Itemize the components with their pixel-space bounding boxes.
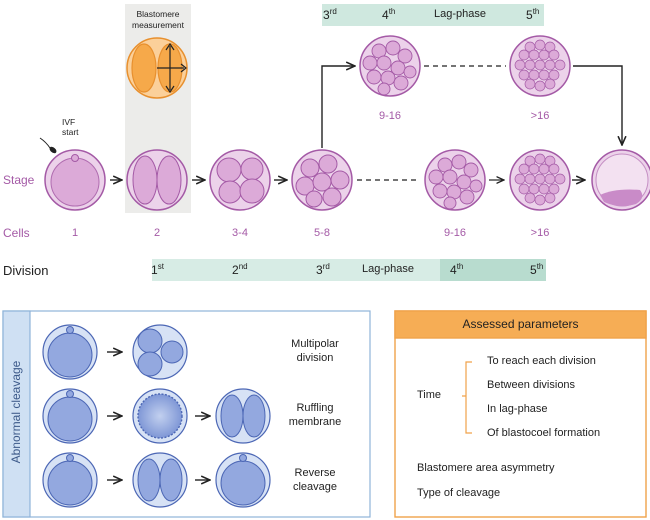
upper-cell-count-16plus: >16 xyxy=(530,110,550,122)
time-label: Time xyxy=(417,389,442,401)
params-panel xyxy=(394,310,647,518)
bottom-div4-label: 4th xyxy=(450,262,464,277)
time-item-between-divisions: Between divisions xyxy=(487,379,576,391)
bottom-div5-label: 5th xyxy=(530,262,544,277)
lag-dashes xyxy=(357,65,506,181)
embryo-upper-9-16 xyxy=(359,35,421,97)
upper-cell-count-9-16: 9-16 xyxy=(378,110,402,122)
time-item-lag-phase: In lag-phase xyxy=(487,403,548,415)
abnormal-ruffling xyxy=(42,388,271,444)
bottom-div3-label: 3rd xyxy=(316,262,330,277)
cell-count-1: 1 xyxy=(71,227,79,239)
top-div4-label: 4th xyxy=(382,7,396,22)
embryo-9-16-cells xyxy=(424,149,486,211)
embryo-5-8-cells xyxy=(291,149,353,211)
embryo-upper-16plus xyxy=(509,35,571,97)
bottom-lag-label: Lag-phase xyxy=(362,263,414,275)
stage-arrows xyxy=(110,66,622,180)
bottom-div2-label: 2nd xyxy=(232,262,248,277)
param-area-asymmetry: Blastomere area asymmetry xyxy=(417,462,555,474)
embryo-3-4-cells xyxy=(209,149,271,211)
top-div5-label: 5th xyxy=(526,7,540,22)
params-title: Assessed parameters xyxy=(462,317,579,331)
sperm-icon xyxy=(39,137,57,154)
cell-count-2: 2 xyxy=(153,227,161,239)
division-row-label: Division xyxy=(3,263,49,278)
abnormal-cleavage-title: Abnormal cleavage xyxy=(9,360,23,464)
cell-count-3-4: 3-4 xyxy=(232,227,248,239)
cells-row-label: Cells xyxy=(3,226,30,240)
embryo-2-cells xyxy=(126,149,188,211)
abnormal-reverse xyxy=(42,452,271,508)
embryo-16plus-cells xyxy=(509,149,571,211)
cell-count-5-8: 5-8 xyxy=(314,227,330,239)
cell-count-9-16: 9-16 xyxy=(443,227,467,239)
cell-count-16plus: >16 xyxy=(530,227,550,239)
top-lag-label: Lag-phase xyxy=(434,8,486,20)
abnormal-multipolar xyxy=(42,324,188,380)
time-item-blastocoel: Of blastocoel formation xyxy=(487,427,601,439)
measured-embryo xyxy=(126,37,188,99)
time-bracket xyxy=(462,361,472,434)
top-div3-label: 3rd xyxy=(323,7,337,22)
top-phase-band xyxy=(322,4,544,26)
embryo-1-cell xyxy=(44,149,106,211)
bottom-div1-label: 1st xyxy=(151,262,164,277)
embryo-blastocyst xyxy=(591,149,650,211)
time-item-reach-division: To reach each division xyxy=(487,355,596,367)
stage-row-label: Stage xyxy=(3,173,35,187)
param-type-cleavage: Type of cleavage xyxy=(417,487,501,499)
